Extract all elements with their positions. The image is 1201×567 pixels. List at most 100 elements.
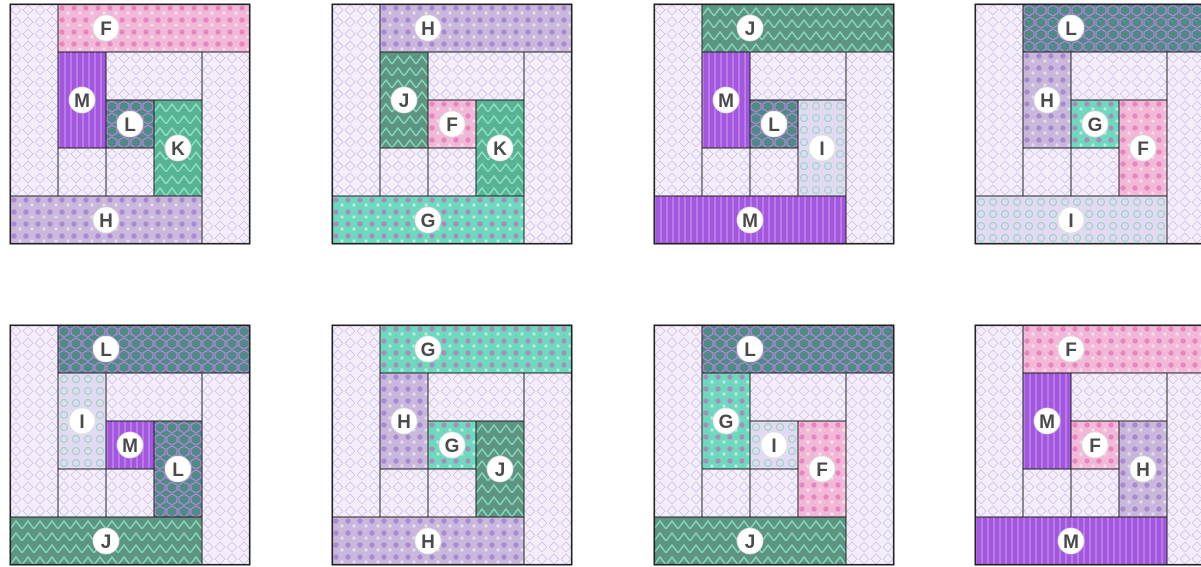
fabric-piece-top: [1023, 325, 1201, 373]
fabric-label-badge: G: [1082, 111, 1108, 137]
fabric-piece-left-col: [10, 4, 58, 196]
fabric-label-badge: G: [415, 207, 441, 233]
background-patch: [750, 52, 846, 100]
fabric-label-badge: H: [415, 15, 441, 41]
fabric-piece-left-col: [332, 4, 380, 196]
fabric-label: J: [745, 19, 756, 40]
fabric-piece-top: [380, 4, 572, 52]
fabric-label: G: [421, 340, 436, 361]
fabric-label-badge: F: [439, 111, 465, 137]
fabric-label: I: [79, 412, 84, 433]
fabric-piece-top: [702, 325, 894, 373]
fabric-label: M: [74, 91, 90, 112]
fabric-label-badge: F: [1058, 336, 1084, 362]
fabric-label: L: [100, 340, 112, 361]
fabric-label: H: [1136, 460, 1150, 481]
background-patch: [428, 52, 524, 100]
fabric-label: G: [1088, 115, 1103, 136]
fabric-label: J: [101, 532, 112, 553]
fabric-piece-left-col: [332, 325, 380, 517]
fabric-label-badge: F: [1082, 432, 1108, 458]
background-patch: [106, 373, 202, 421]
background-patch: [428, 148, 476, 196]
background-patch: [750, 373, 846, 421]
fabric-label-badge: H: [415, 528, 441, 554]
fabric-piece-left-col: [654, 325, 702, 517]
background-patch: [1023, 469, 1071, 517]
fabric-label-badge: H: [1034, 87, 1060, 113]
fabric-label-badge: L: [117, 111, 143, 137]
fabric-piece-right-col: [846, 373, 894, 565]
fabric-label-badge: M: [737, 207, 763, 233]
fabric-label: I: [771, 436, 776, 457]
fabric-label-badge: G: [415, 336, 441, 362]
fabric-piece-right-col: [524, 373, 572, 565]
fabric-label: H: [99, 211, 113, 232]
quilt-block-3: JMMLI: [654, 4, 894, 244]
fabric-label-badge: H: [391, 408, 417, 434]
background-patch: [1071, 373, 1167, 421]
fabric-label: G: [421, 211, 436, 232]
fabric-label: K: [493, 139, 507, 160]
fabric-label: L: [124, 115, 136, 136]
fabric-label: K: [171, 139, 185, 160]
fabric-piece-left-col: [975, 325, 1023, 517]
fabric-label: F: [1065, 340, 1077, 361]
fabric-piece-left-col: [975, 4, 1023, 196]
fabric-label: L: [1065, 19, 1077, 40]
background-patch: [1071, 148, 1119, 196]
fabric-label-badge: J: [487, 456, 513, 482]
quilt-block-1: F H M L K: [10, 4, 250, 244]
fabric-label: F: [1089, 436, 1101, 457]
quilt-block-6: G H H G J: [332, 325, 572, 565]
fabric-label: I: [1068, 211, 1073, 232]
fabric-label-badge: I: [1058, 207, 1084, 233]
fabric-piece-left-col: [654, 4, 702, 196]
fabric-piece-top: [1023, 4, 1201, 52]
background-patch: [380, 469, 428, 517]
fabric-label-badge: H: [93, 207, 119, 233]
fabric-label: L: [744, 340, 756, 361]
fabric-piece-right-col: [202, 373, 250, 565]
fabric-label: J: [399, 91, 410, 112]
fabric-piece-right-col: [1167, 52, 1201, 244]
fabric-label: M: [1063, 532, 1079, 553]
fabric-label: J: [495, 460, 506, 481]
fabric-label-badge: M: [69, 87, 95, 113]
background-patch: [106, 52, 202, 100]
fabric-piece-top: [380, 325, 572, 373]
fabric-label-badge: J: [737, 528, 763, 554]
fabric-label-badge: G: [439, 432, 465, 458]
fabric-label: M: [742, 211, 758, 232]
fabric-label: L: [172, 460, 184, 481]
background-patch: [58, 469, 106, 517]
background-patch: [106, 148, 154, 196]
fabric-piece-right-col: [202, 52, 250, 244]
fabric-label: G: [445, 436, 460, 457]
fabric-label-badge: H: [1130, 456, 1156, 482]
fabric-label: M: [1039, 412, 1055, 433]
fabric-piece-top: [58, 325, 250, 373]
fabric-label-badge: M: [1058, 528, 1084, 554]
fabric-label: F: [446, 115, 458, 136]
background-patch: [750, 469, 798, 517]
fabric-label: M: [122, 436, 138, 457]
quilt-block-2: H G J F K: [332, 4, 572, 244]
fabric-label-badge: J: [737, 15, 763, 41]
fabric-piece-right-col: [846, 52, 894, 244]
fabric-label: M: [718, 91, 734, 112]
fabric-label-badge: I: [69, 408, 95, 434]
fabric-piece-top: [702, 4, 894, 52]
fabric-label: F: [100, 19, 112, 40]
fabric-label-badge: F: [93, 15, 119, 41]
background-patch: [58, 148, 106, 196]
fabric-piece-right-col: [1167, 373, 1201, 565]
fabric-piece-top: [58, 4, 250, 52]
fabric-label-badge: I: [809, 135, 835, 161]
fabric-label: I: [819, 139, 824, 160]
fabric-label-badge: J: [391, 87, 417, 113]
fabric-label: G: [719, 412, 734, 433]
fabric-label-badge: K: [165, 135, 191, 161]
